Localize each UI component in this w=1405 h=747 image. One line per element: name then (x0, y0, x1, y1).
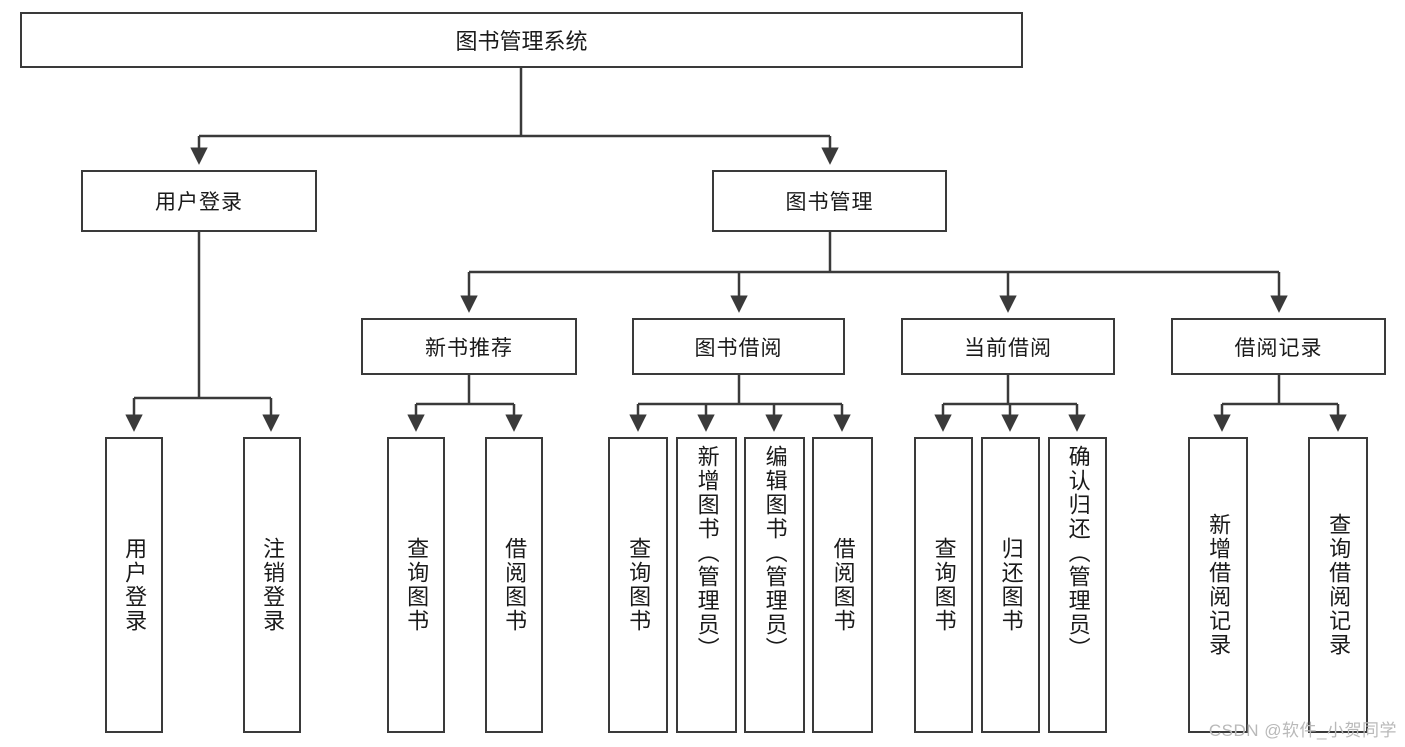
leaf-logout[interactable]: 注销登录 (243, 437, 301, 733)
leaf-user-login[interactable]: 用户登录 (105, 437, 163, 733)
leaf-query-book-current-label: 查询图书 (931, 537, 957, 633)
leaf-query-book-recommend[interactable]: 查询图书 (387, 437, 445, 733)
leaf-borrow-book-borrow[interactable]: 借阅图书 (812, 437, 873, 733)
node-book-borrow[interactable]: 图书借阅 (632, 318, 845, 375)
node-new-book-recommend[interactable]: 新书推荐 (361, 318, 577, 375)
leaf-query-book-current[interactable]: 查询图书 (914, 437, 973, 733)
node-borrow-records-label: 借阅记录 (1234, 336, 1323, 360)
leaf-edit-book-admin-label: 编辑图书（管理员） (762, 445, 788, 661)
leaf-query-borrow-record-label: 查询借阅记录 (1326, 513, 1352, 657)
node-root-label: 图书管理系统 (455, 29, 588, 54)
node-book-borrow-label: 图书借阅 (694, 336, 783, 360)
leaf-query-book-borrow[interactable]: 查询图书 (608, 437, 668, 733)
leaf-add-book-admin[interactable]: 新增图书（管理员） (676, 437, 737, 733)
leaf-query-book-recommend-label: 查询图书 (404, 537, 430, 633)
watermark-text: CSDN @软件_小贺同学 (1208, 721, 1397, 740)
leaf-add-book-admin-label: 新增图书（管理员） (694, 445, 720, 661)
leaf-add-borrow-record[interactable]: 新增借阅记录 (1188, 437, 1248, 733)
node-user-login[interactable]: 用户登录 (81, 170, 317, 232)
node-book-management[interactable]: 图书管理 (712, 170, 947, 232)
node-book-management-label: 图书管理 (785, 191, 874, 214)
leaf-borrow-book-recommend-label: 借阅图书 (502, 537, 528, 633)
node-borrow-records[interactable]: 借阅记录 (1171, 318, 1386, 375)
node-current-borrow[interactable]: 当前借阅 (901, 318, 1115, 375)
leaf-return-book[interactable]: 归还图书 (981, 437, 1040, 733)
node-user-login-label: 用户登录 (155, 191, 243, 214)
node-new-book-recommend-label: 新书推荐 (425, 336, 513, 360)
leaf-user-login-label: 用户登录 (122, 537, 148, 633)
node-root[interactable]: 图书管理系统 (20, 12, 1023, 68)
leaf-borrow-book-borrow-label: 借阅图书 (830, 537, 856, 633)
leaf-borrow-book-recommend[interactable]: 借阅图书 (485, 437, 543, 733)
leaf-query-borrow-record[interactable]: 查询借阅记录 (1308, 437, 1368, 733)
leaf-add-borrow-record-label: 新增借阅记录 (1206, 513, 1232, 657)
leaf-edit-book-admin[interactable]: 编辑图书（管理员） (744, 437, 805, 733)
leaf-query-book-borrow-label: 查询图书 (626, 537, 652, 633)
node-current-borrow-label: 当前借阅 (964, 336, 1052, 360)
leaf-logout-label: 注销登录 (260, 537, 286, 633)
leaf-confirm-return-admin-label: 确认归还（管理员） (1065, 445, 1091, 661)
leaf-confirm-return-admin[interactable]: 确认归还（管理员） (1048, 437, 1107, 733)
leaf-return-book-label: 归还图书 (998, 537, 1024, 633)
